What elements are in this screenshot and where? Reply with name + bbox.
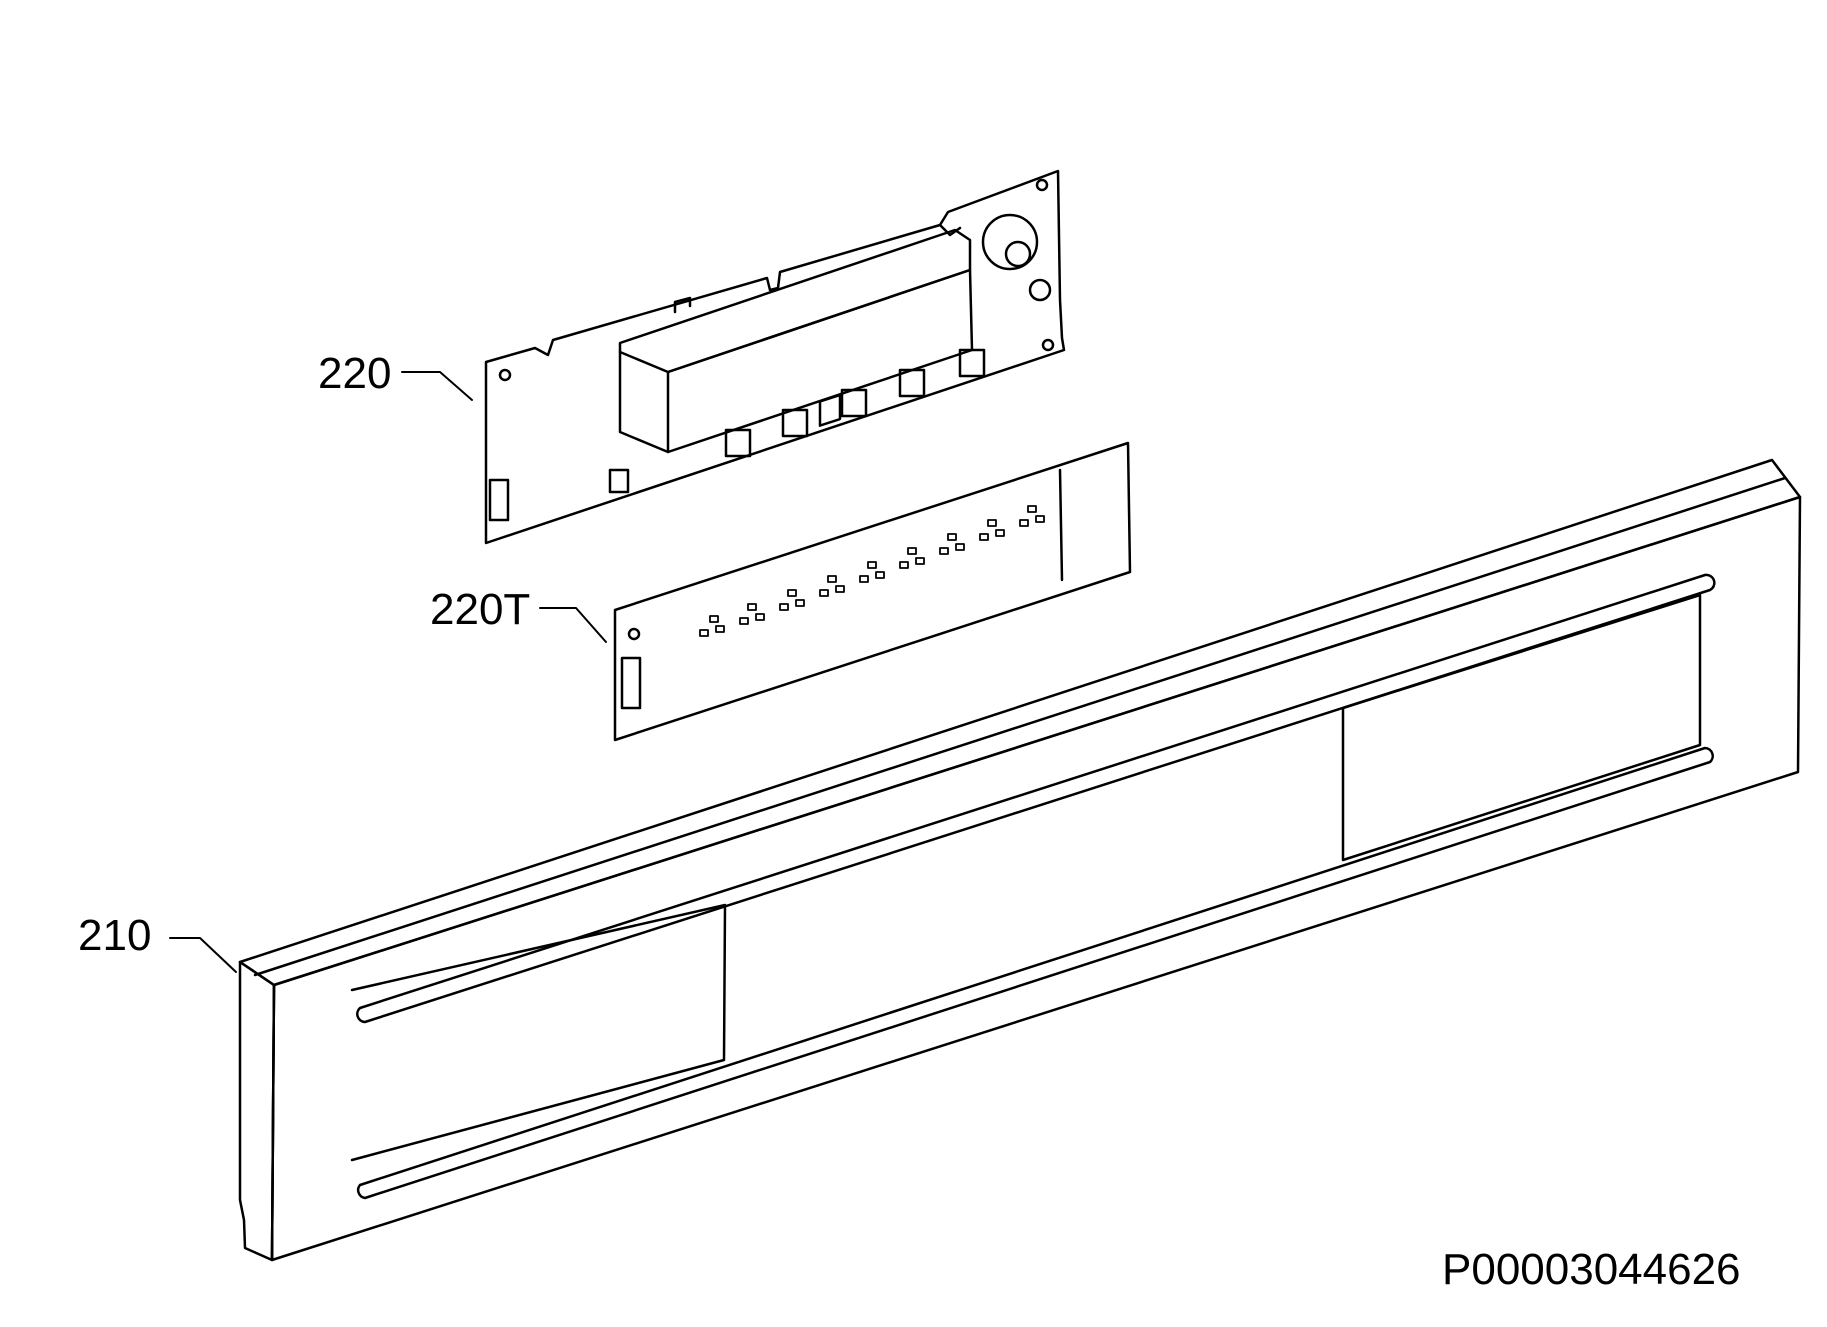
leader-lines [169, 371, 607, 973]
switch [608, 468, 630, 494]
touch-board-220t [613, 441, 1132, 742]
board-notch [673, 296, 692, 314]
led-pads [699, 505, 1045, 637]
panel-top-surface [238, 458, 1802, 987]
control-board-outline [484, 169, 1066, 545]
top-slot [356, 573, 1716, 1024]
mount-hole [498, 368, 512, 382]
left-connector [488, 478, 510, 522]
bottom-slot [356, 746, 1714, 1200]
callout-label-210: 210 [78, 911, 152, 960]
control-panel-210 [238, 458, 1802, 1262]
left-display-window [350, 903, 727, 1162]
buzzer [981, 213, 1039, 271]
touch-board-outline [613, 441, 1132, 742]
leader-220t [539, 607, 607, 643]
buzzer-small [1028, 278, 1052, 302]
callout-label-220t: 220T [430, 585, 531, 634]
control-board-220 [484, 169, 1066, 545]
connector-block-front [618, 350, 670, 454]
panel-left-end [238, 960, 276, 1262]
panel-top-inner-line [253, 476, 1787, 977]
switch [781, 408, 809, 438]
mount-hole [1035, 178, 1049, 192]
mount-hole [1041, 338, 1055, 352]
switch [958, 348, 986, 378]
mount-hole [627, 627, 641, 641]
switch [840, 388, 868, 418]
touch-board-inner-edge [1058, 468, 1064, 582]
touch-board-connector [620, 656, 642, 710]
panel-front-lower-edge [270, 983, 276, 1262]
switch [818, 393, 842, 427]
document-number: P00003044626 [1442, 1245, 1741, 1294]
leader-210 [169, 937, 237, 973]
leader-220 [401, 371, 473, 401]
switch [898, 368, 926, 398]
callout-label-220: 220 [318, 349, 392, 398]
connector-block [618, 228, 972, 374]
buzzer-core [1004, 240, 1032, 268]
switch [724, 428, 752, 458]
